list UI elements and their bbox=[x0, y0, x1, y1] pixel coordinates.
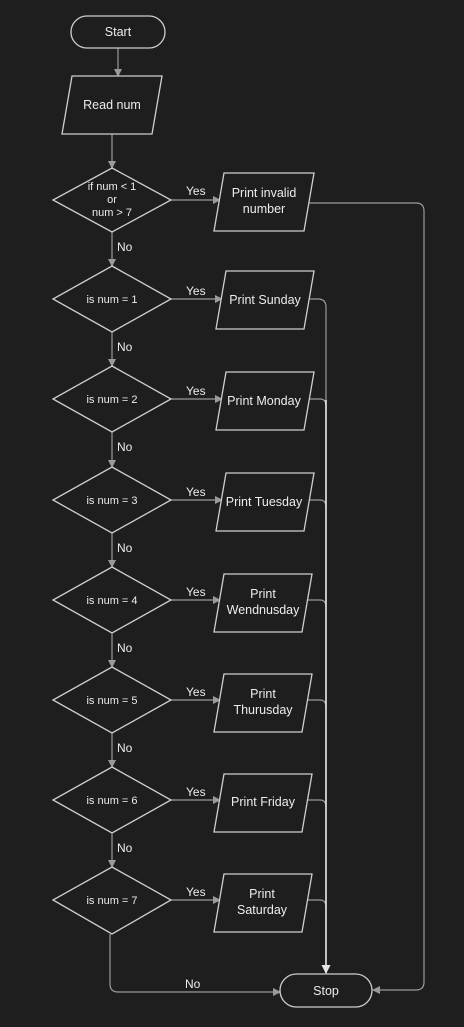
node-p2[interactable]: Print Monday bbox=[215, 371, 315, 431]
node-d5[interactable]: is num = 5 bbox=[51, 666, 173, 734]
edge-invalid-stop bbox=[308, 202, 425, 994]
node-d1[interactable]: is num = 1 bbox=[51, 265, 173, 333]
node-p0-line-1: Print invalid bbox=[232, 186, 297, 200]
node-p3[interactable]: Print Tuesday bbox=[215, 472, 315, 532]
node-d2[interactable]: is num = 2 bbox=[51, 365, 173, 433]
node-d4-label: is num = 4 bbox=[86, 595, 137, 607]
node-p0[interactable]: Print invalid number bbox=[213, 172, 315, 232]
node-d6-label: is num = 6 bbox=[86, 795, 137, 807]
node-p4-line-2: Wendnusday bbox=[227, 603, 300, 617]
label-yes-7: Yes bbox=[186, 885, 206, 899]
node-d3[interactable]: is num = 3 bbox=[51, 466, 173, 534]
node-start-label: Start bbox=[105, 25, 132, 39]
edge-sunday-stop bbox=[304, 298, 327, 972]
node-read-label: Read num bbox=[83, 98, 141, 112]
node-d6[interactable]: is num = 6 bbox=[51, 766, 173, 834]
node-p0-line-2: number bbox=[243, 202, 285, 216]
label-no-0: No bbox=[117, 240, 133, 254]
edge-labels: Yes Yes Yes Yes Yes Yes Yes Yes No No No… bbox=[117, 184, 206, 991]
label-no-7: No bbox=[185, 977, 201, 991]
node-d0-line-2: or bbox=[107, 194, 117, 206]
label-yes-0: Yes bbox=[186, 184, 206, 198]
node-p1[interactable]: Print Sunday bbox=[215, 270, 315, 330]
node-p1-label: Print Sunday bbox=[229, 293, 301, 307]
node-p2-label: Print Monday bbox=[227, 394, 301, 408]
edges bbox=[108, 48, 425, 996]
edge-d7-no bbox=[109, 934, 281, 996]
label-no-2: No bbox=[117, 440, 133, 454]
node-d7[interactable]: is num = 7 bbox=[51, 866, 173, 935]
node-start[interactable]: Start bbox=[70, 15, 166, 49]
node-p7-line-2: Saturday bbox=[237, 903, 288, 917]
label-yes-6: Yes bbox=[186, 785, 206, 799]
label-no-6: No bbox=[117, 841, 133, 855]
node-d0-line-3: num > 7 bbox=[92, 207, 132, 219]
node-stop-label: Stop bbox=[313, 984, 339, 998]
node-p6[interactable]: Print Friday bbox=[213, 773, 313, 833]
node-p5-line-1: Print bbox=[250, 687, 276, 701]
node-p6-label: Print Friday bbox=[231, 795, 296, 809]
label-yes-4: Yes bbox=[186, 585, 206, 599]
node-p3-label: Print Tuesday bbox=[226, 495, 303, 509]
node-d7-label: is num = 7 bbox=[86, 895, 137, 907]
node-d0-line-1: if num < 1 bbox=[88, 181, 137, 193]
label-no-5: No bbox=[117, 741, 133, 755]
label-no-3: No bbox=[117, 541, 133, 555]
node-d1-label: is num = 1 bbox=[86, 294, 137, 306]
node-d3-label: is num = 3 bbox=[86, 495, 137, 507]
label-yes-2: Yes bbox=[186, 384, 206, 398]
node-stop[interactable]: Stop bbox=[279, 973, 373, 1008]
node-p7[interactable]: Print Saturday bbox=[213, 873, 313, 933]
node-p7-line-1: Print bbox=[249, 887, 275, 901]
node-read[interactable]: Read num bbox=[61, 75, 163, 135]
node-p4-line-1: Print bbox=[250, 587, 276, 601]
node-d2-label: is num = 2 bbox=[86, 394, 137, 406]
node-p5[interactable]: Print Thurusday bbox=[213, 673, 313, 733]
node-p4[interactable]: Print Wendnusday bbox=[213, 573, 313, 633]
node-d5-label: is num = 5 bbox=[86, 695, 137, 707]
label-no-4: No bbox=[117, 641, 133, 655]
label-yes-3: Yes bbox=[186, 485, 206, 499]
label-no-1: No bbox=[117, 340, 133, 354]
node-p5-line-2: Thurusday bbox=[233, 703, 293, 717]
node-d4[interactable]: is num = 4 bbox=[51, 566, 173, 634]
label-yes-1: Yes bbox=[186, 284, 206, 298]
node-d0[interactable]: if num < 1 or num > 7 bbox=[51, 167, 173, 233]
label-yes-5: Yes bbox=[186, 685, 206, 699]
